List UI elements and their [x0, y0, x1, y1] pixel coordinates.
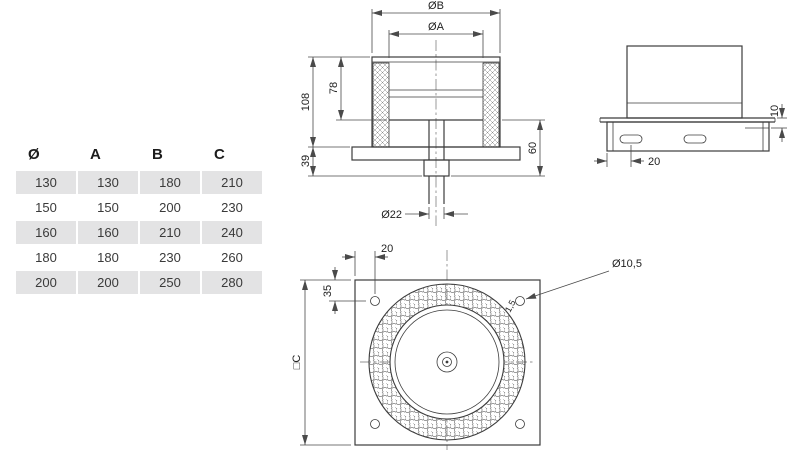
table-cell: 180 — [16, 246, 76, 269]
col-header-b: B — [152, 146, 163, 163]
table-cell: 150 — [78, 196, 138, 219]
base-plate-plan — [354, 279, 541, 446]
table-cell: 200 — [16, 271, 76, 294]
table-cell: 280 — [202, 271, 262, 294]
table-cell: 130 — [78, 171, 138, 194]
table-cell: 230 — [202, 196, 262, 219]
corner-hole — [515, 296, 525, 306]
table-cell: 160 — [16, 221, 76, 244]
table-cell: 160 — [78, 221, 138, 244]
slot — [619, 134, 643, 144]
plan-view: 20 35 □C Ø10,5 1,5 — [291, 243, 642, 450]
dim-label-dia-drain: Ø22 — [381, 209, 402, 221]
dim-label-hole-offset-x: 20 — [381, 243, 393, 255]
table-cell: 130 — [16, 171, 76, 194]
insulation-left — [372, 62, 390, 148]
dim-label-hole-offset-y: 35 — [322, 285, 334, 297]
dim-label-offset-plate: 10 — [769, 105, 781, 117]
table-cell: 200 — [140, 196, 200, 219]
section-view: ØB ØA 108 78 39 60 — [300, 0, 545, 226]
dim-label-height-total: 108 — [300, 93, 312, 111]
side-view: 10 20 — [594, 45, 787, 168]
col-header-diameter: Ø — [28, 146, 40, 163]
table-cell: 180 — [78, 246, 138, 269]
dim-label-dia-a: ØA — [428, 21, 445, 33]
table-cell: 180 — [140, 171, 200, 194]
table-cell: 210 — [202, 171, 262, 194]
table-cell: 150 — [16, 196, 76, 219]
table-cell: 260 — [202, 246, 262, 269]
table-cell: 230 — [140, 246, 200, 269]
corner-hole — [515, 419, 525, 429]
table-cell: 210 — [140, 221, 200, 244]
table-cell: 250 — [140, 271, 200, 294]
corner-hole — [370, 296, 380, 306]
dim-label-plate-size: □C — [291, 355, 303, 370]
insulation-right — [482, 62, 500, 148]
dim-label-height-inner: 78 — [328, 82, 340, 94]
slot — [683, 134, 707, 144]
drain-hole-plan — [436, 351, 458, 373]
table-cell: 200 — [78, 271, 138, 294]
flange-side — [606, 121, 770, 152]
col-header-a: A — [90, 146, 101, 163]
col-header-c: C — [214, 146, 225, 163]
pipe-side — [626, 45, 743, 119]
corner-hole — [370, 419, 380, 429]
dim-label-offset-slot: 20 — [648, 156, 660, 168]
dim-label-dia-b: ØB — [428, 0, 444, 12]
dim-label-height-outlet: 60 — [527, 142, 539, 154]
dim-label-height-base: 39 — [300, 155, 312, 167]
dim-label-hole-dia: Ø10,5 — [612, 258, 642, 270]
table-header-row: Ø A B C — [16, 144, 262, 169]
table-cell: 240 — [202, 221, 262, 244]
